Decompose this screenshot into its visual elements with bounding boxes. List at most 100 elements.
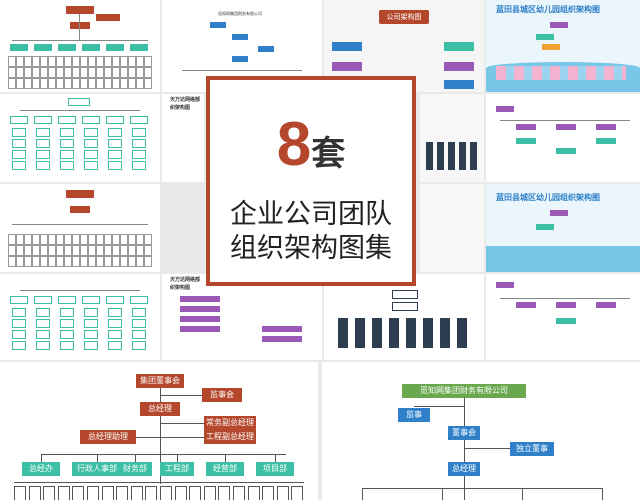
- bottom-right-org-chart: 觅知网集团财务有限公司 监事 董事会 独立董事 总经理: [322, 362, 640, 500]
- thumb-box: [84, 308, 98, 317]
- cover-title-line1: 企业公司团队: [230, 199, 392, 230]
- leaf-node: [57, 486, 70, 500]
- exec-vp-node: 常务副总经理: [204, 416, 256, 430]
- thumb-box: [8, 256, 16, 267]
- dept-node: 总经办: [22, 462, 60, 476]
- thumb-box: [32, 56, 40, 67]
- thumb-box: [112, 256, 120, 267]
- thumb-box: [10, 296, 28, 304]
- thumb-box: [64, 245, 72, 256]
- thumb-box: [128, 234, 136, 245]
- thumb-box: [108, 128, 122, 137]
- thumb-box: [12, 341, 26, 350]
- thumb-box: [12, 139, 26, 148]
- thumb-box: [108, 308, 122, 317]
- thumb-box: [423, 318, 433, 348]
- leaf-node: [247, 486, 260, 500]
- thumb-box: [88, 245, 96, 256]
- thumb-box: [128, 245, 136, 256]
- thumb-box: [16, 234, 24, 245]
- thumb-box: [459, 142, 466, 170]
- thumb-navy-chart: [324, 274, 484, 360]
- leaf-node: [233, 486, 245, 500]
- thumb-tree-chart-copy: [0, 274, 160, 360]
- thumb-box: [80, 67, 88, 78]
- thumb-box: [136, 78, 144, 89]
- leaf-node: [101, 486, 114, 500]
- thumb-box: [108, 161, 122, 170]
- thumb-org-chart-1-copy: [0, 184, 160, 272]
- thumb-box: [56, 256, 64, 267]
- thumb-box: [88, 256, 96, 267]
- thumb-tianwan-chart: 天万达网络部 织架构图: [162, 94, 204, 182]
- thumb-box: [72, 67, 80, 78]
- thumb-box: [32, 256, 40, 267]
- thumb-box: [60, 150, 74, 159]
- thumb-box: [96, 78, 104, 89]
- thumb-box: [60, 319, 74, 328]
- thumb-box: [128, 67, 136, 78]
- thumb-box: [84, 319, 98, 328]
- thumb-box: [104, 245, 112, 256]
- thumb-box: [392, 290, 418, 299]
- thumb-box: [36, 341, 50, 350]
- thumb-box: [72, 78, 80, 89]
- thumb-box: [96, 67, 104, 78]
- thumb-box: [40, 67, 48, 78]
- thumb-box: [60, 128, 74, 137]
- thumb-box: [104, 56, 112, 67]
- thumb-org-chart-1: [0, 0, 160, 92]
- thumb-box: [84, 341, 98, 350]
- thumb-box: [58, 116, 76, 124]
- thumb-box: [440, 318, 450, 348]
- board-node: 董事会: [448, 426, 480, 440]
- thumb-box: [80, 78, 88, 89]
- thumb-box: [136, 245, 144, 256]
- thumb-box: [40, 78, 48, 89]
- thumb-box: [136, 234, 144, 245]
- thumb-box: [106, 44, 124, 51]
- thumb-box: [84, 161, 98, 170]
- thumb-box: [66, 6, 94, 14]
- thumb-box: [470, 142, 477, 170]
- thumb-title: 公司架构图: [379, 10, 429, 24]
- thumb-box: [144, 67, 152, 78]
- thumb-box: [48, 256, 56, 267]
- thumb-box: [144, 56, 152, 67]
- thumb-box: [24, 78, 32, 89]
- thumb-box: [437, 142, 444, 170]
- thumb-box: [60, 330, 74, 339]
- thumb-box: [96, 245, 104, 256]
- thumb-box: [120, 67, 128, 78]
- leaf-node: [130, 486, 143, 500]
- thumb-box: [64, 56, 72, 67]
- thumb-box: [56, 234, 64, 245]
- thumb-box: [406, 318, 416, 348]
- thumb-title: 天万达网络部: [170, 277, 201, 283]
- thumb-box: [64, 256, 72, 267]
- thumb-box: [24, 56, 32, 67]
- thumb-box: [8, 56, 16, 67]
- thumb-box: [60, 161, 74, 170]
- cover-card: 8套 企业公司团队 组织架构图集: [206, 76, 416, 286]
- thumb-box: [48, 78, 56, 89]
- thumb-box: [120, 78, 128, 89]
- thumb-box: [120, 256, 128, 267]
- thumb-box: [132, 341, 146, 350]
- leaf-node: [145, 486, 158, 500]
- thumb-box: [36, 319, 50, 328]
- thumb-box: [112, 56, 120, 67]
- thumb-box: [36, 139, 50, 148]
- supervisors-node: 监事会: [202, 388, 242, 402]
- leaf-node: [174, 486, 187, 500]
- thumb-box: [56, 78, 64, 89]
- dept-node: 工程部: [160, 462, 194, 476]
- dept-node: 财务部: [118, 462, 152, 476]
- leaf-node: [291, 486, 304, 500]
- thumb-box: [80, 234, 88, 245]
- dept-node: 行政人事部: [72, 462, 122, 476]
- thumb-box: [24, 245, 32, 256]
- thumb-box: [88, 56, 96, 67]
- thumb-subtitle: 织架构图: [170, 105, 191, 111]
- thumb-box: [457, 318, 467, 348]
